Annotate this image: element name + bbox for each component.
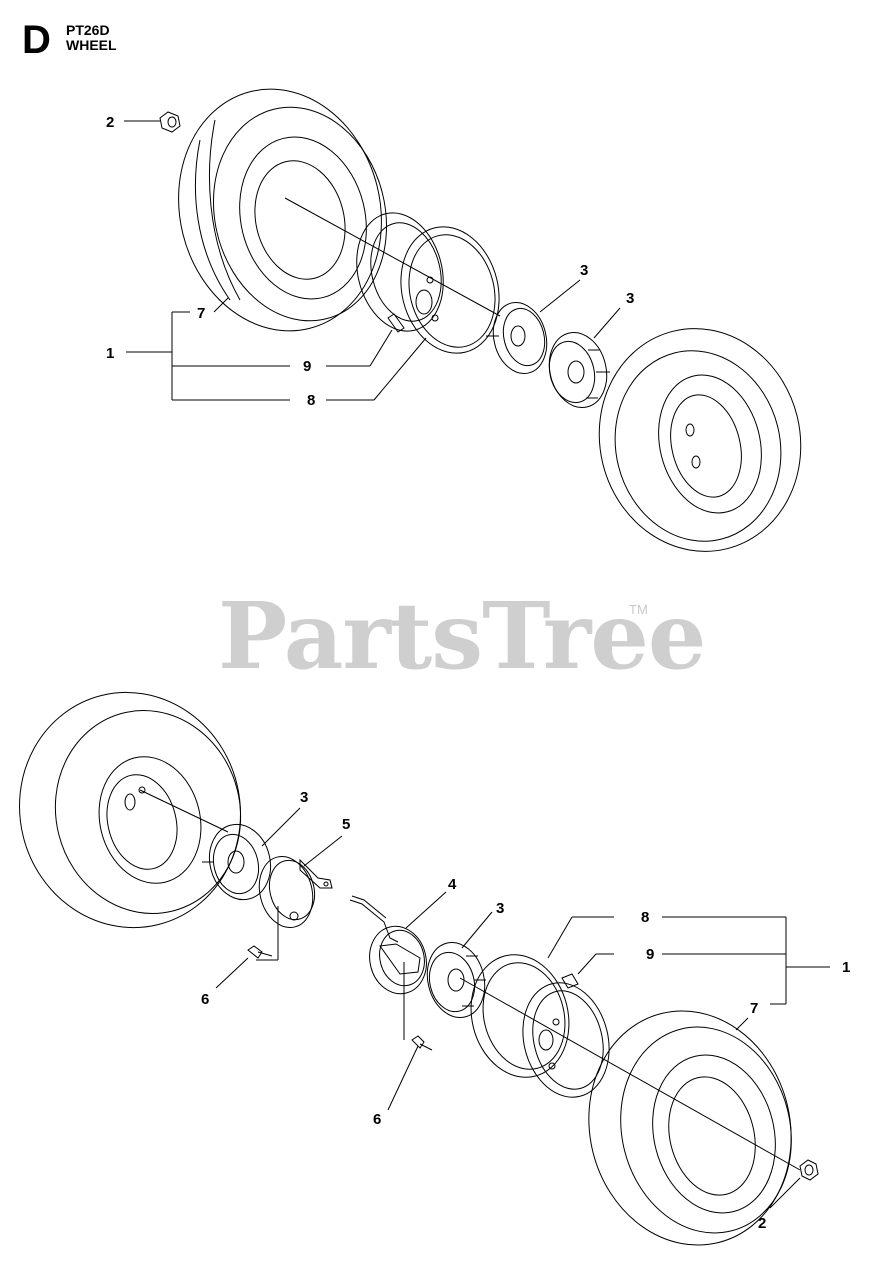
callout-2-bottom: 2 — [758, 1215, 766, 1232]
section-letter: D — [22, 18, 51, 62]
callout-9-top: 9 — [303, 358, 311, 375]
bottom-nut — [799, 1159, 819, 1181]
top-axle-line — [284, 197, 501, 317]
bottom-axle-line-left — [139, 789, 229, 833]
callout-3-top-b: 3 — [626, 290, 634, 307]
bottom-bolt-a — [247, 945, 273, 959]
bottom-right-tire — [588, 1010, 792, 1246]
bottom-rim — [470, 954, 610, 1098]
top-left-tire — [178, 88, 388, 332]
top-right-tire — [598, 328, 802, 552]
callout-1-top: 1 — [106, 345, 114, 362]
watermark-text: PartsTree — [218, 582, 706, 690]
callout-9-bottom: 9 — [646, 946, 654, 963]
model-number: PT26D — [66, 22, 110, 38]
callout-numbers: 2 7 1 9 8 3 3 3 5 4 3 6 6 8 9 1 7 2 — [106, 114, 850, 1232]
bottom-brake-drum — [258, 856, 333, 928]
bottom-leader-lines — [215, 807, 830, 1209]
callout-6-bottom-b: 6 — [373, 1111, 381, 1128]
callout-8-top: 8 — [307, 392, 315, 409]
callout-3-bottom-b: 3 — [496, 900, 504, 917]
callout-1-bottom: 1 — [842, 959, 850, 976]
bottom-hub-b — [426, 942, 486, 1018]
top-leader-lines — [124, 120, 621, 401]
bottom-brake-shoe — [349, 895, 427, 995]
callout-8-bottom: 8 — [641, 909, 649, 926]
top-nut — [159, 111, 181, 133]
callout-4-bottom: 4 — [448, 876, 457, 893]
top-rim — [356, 212, 500, 354]
section-model: PT26D WHEEL — [66, 23, 117, 52]
callout-5-bottom: 5 — [342, 816, 350, 833]
top-hub-b — [548, 332, 610, 408]
bottom-left-tire — [19, 691, 242, 929]
diagram-title: WHEEL — [66, 36, 117, 53]
callout-6-bottom-a: 6 — [201, 991, 209, 1008]
callout-3-bottom-a: 3 — [300, 789, 308, 806]
callout-7-bottom: 7 — [750, 1000, 758, 1017]
callout-3-top-a: 3 — [580, 262, 588, 279]
bottom-hub-a — [202, 823, 272, 901]
bottom-bolt-b — [411, 1035, 433, 1051]
top-hub-a — [486, 302, 548, 374]
callout-2-top: 2 — [106, 114, 114, 131]
watermark-trademark: TM — [629, 602, 648, 617]
callout-7-top: 7 — [197, 305, 205, 322]
